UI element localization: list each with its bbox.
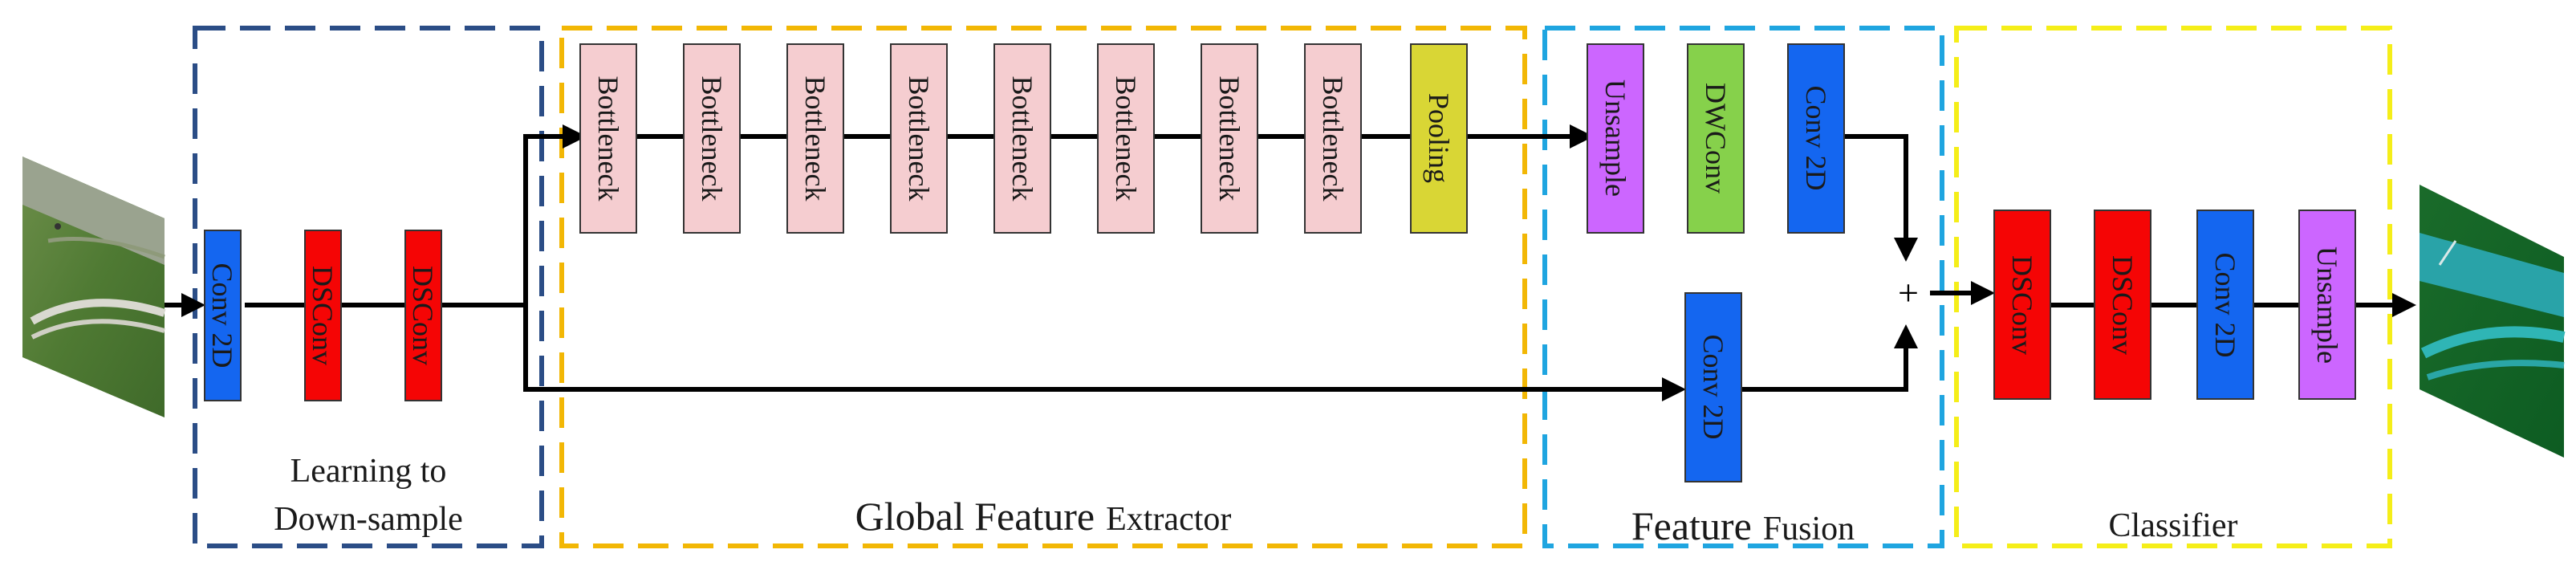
pooling-label: Pooling <box>1423 93 1455 183</box>
bottleneck-block-8 <box>1304 43 1362 234</box>
ff-conv2d-bottom-block <box>1684 292 1742 482</box>
ff-conv2d-bottom-label: Conv 2D <box>1697 334 1729 439</box>
bottleneck-label-7: Bottleneck <box>1213 76 1245 202</box>
bottleneck-label-8: Bottleneck <box>1317 76 1349 202</box>
feature-fusion-main: Feature <box>1631 503 1752 548</box>
bottleneck-label-4: Bottleneck <box>903 76 935 202</box>
bottleneck-label-3: Bottleneck <box>799 76 831 202</box>
cl-dsconv-label-2: DSConv <box>2107 255 2139 355</box>
learning-label-line2: Down-sample <box>274 501 463 538</box>
ff-conv2d-top-label: Conv 2D <box>1800 85 1832 190</box>
cl-dsconv-block-1 <box>1993 210 2051 400</box>
classifier-box <box>1954 26 2392 548</box>
ff-dwconv-label: DWConv <box>1700 83 1732 193</box>
global-feature-label: Global Feature Extractor <box>855 494 1232 539</box>
ff-upsample-block <box>1587 43 1644 234</box>
pooling-block <box>1410 43 1468 234</box>
bottleneck-block-7 <box>1201 43 1258 234</box>
bottleneck-block-1 <box>579 43 637 234</box>
ld-conv2d-block <box>204 230 242 401</box>
bottleneck-block-5 <box>993 43 1051 234</box>
learning-to-downsample-box <box>193 26 544 548</box>
bottleneck-label-5: Bottleneck <box>1006 76 1038 202</box>
bottleneck-block-3 <box>786 43 844 234</box>
input-image <box>22 157 166 417</box>
ff-conv2d-top-block <box>1787 43 1845 234</box>
bottleneck-block-2 <box>683 43 741 234</box>
feature-fusion-sub: Fusion <box>1763 511 1855 548</box>
feature-fusion-label: Feature Fusion <box>1631 503 1855 548</box>
bottleneck-labels: Bottleneck Bottleneck Bottleneck Bottleneck… <box>592 76 1349 202</box>
cl-conv2d-label: Conv 2D <box>2209 252 2241 357</box>
global-feature-sub: Extractor <box>1106 501 1231 538</box>
ld-dsconv-label-1: DSConv <box>307 266 339 365</box>
classifier-label: Classifier <box>2109 507 2238 544</box>
bottleneck-label-2: Bottleneck <box>696 76 728 202</box>
bottleneck-block-6 <box>1097 43 1155 234</box>
cl-upsample-block <box>2298 210 2356 400</box>
bottleneck-label-1: Bottleneck <box>592 76 624 202</box>
ld-dsconv-label-2: DSConv <box>407 266 439 365</box>
ld-conv2d-label: Conv 2D <box>206 263 238 368</box>
learning-label-line1: Learning to <box>291 453 447 490</box>
global-feature-extractor-box <box>559 26 1527 548</box>
ld-dsconv-block-1 <box>304 230 342 401</box>
fusion-plus-sign: + <box>1898 272 1919 313</box>
feature-fusion-box <box>1542 26 1944 548</box>
ff-upsample-label: Unsample <box>1599 79 1631 197</box>
global-feature-main: Global Feature <box>855 494 1095 539</box>
ff-dwconv-block <box>1687 43 1745 234</box>
bottleneck-label-6: Bottleneck <box>1110 76 1142 202</box>
bottleneck-block-4 <box>890 43 948 234</box>
cl-dsconv-label-1: DSConv <box>2006 255 2038 355</box>
ld-dsconv-block-2 <box>404 230 442 401</box>
cl-upsample-label: Unsample <box>2311 246 2343 364</box>
cl-conv2d-block <box>2196 210 2254 400</box>
output-image <box>2420 185 2566 458</box>
bottleneck-group <box>579 43 1362 234</box>
cl-dsconv-block-2 <box>2094 210 2151 400</box>
connections <box>165 124 2416 401</box>
